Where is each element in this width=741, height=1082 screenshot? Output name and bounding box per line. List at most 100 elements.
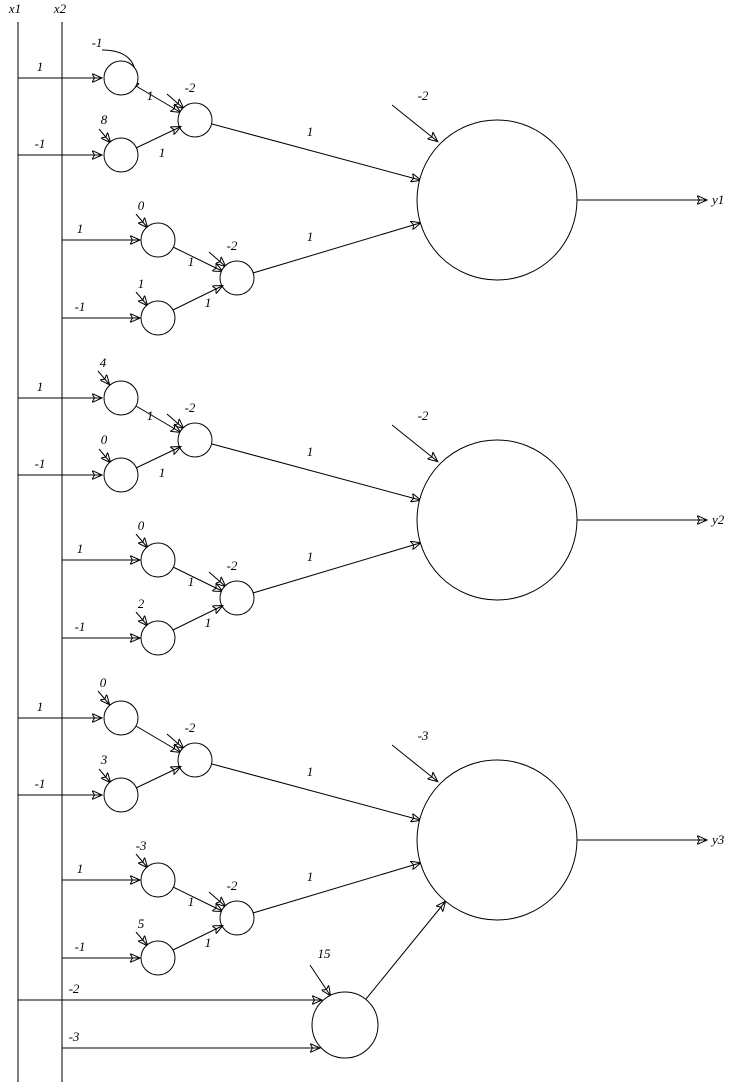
g3-c-input2-weight: -3: [69, 1029, 80, 1044]
g1-output-label: y1: [710, 192, 724, 207]
g3-a-n2-bias-label: 3: [100, 752, 108, 767]
g2-a-w2-label: 1: [159, 465, 166, 480]
g1-a-hidden-to-output-arrow: [211, 123, 420, 180]
g1-b-input2-weight: -1: [75, 299, 86, 314]
g2-b-w1-label: 1: [188, 574, 195, 589]
g1-b-hidden-bias-arrow: [208, 251, 225, 266]
g3-c-input1-weight: -2: [69, 981, 80, 996]
g1-b-hidden-to-output-arrow: [252, 223, 420, 274]
g2-a-hidden-to-output-arrow: [211, 443, 420, 500]
g2-b-n1-bias-label: 0: [138, 518, 145, 533]
g3-b-n1-to-hidden-arrow: [172, 886, 222, 911]
g2-b-n1-bias-arrow: [135, 533, 147, 547]
g1-a-n2-bias-label: 8: [101, 112, 108, 127]
g3-output-label: y3: [710, 832, 725, 847]
input-label-x1: x1: [8, 1, 21, 16]
g2-b-hidden-bias-arrow: [208, 571, 225, 586]
g3-a-hidden-to-output-arrow: [211, 763, 420, 820]
g3-output-bias-arrow: [391, 744, 437, 781]
g1-a-n1-bias-label: -1: [92, 35, 103, 50]
g3-b-w1-label: 1: [188, 894, 195, 909]
g2-b-hidden-to-output-arrow: [252, 543, 420, 594]
g2-b-n2-to-hidden-arrow: [172, 606, 222, 631]
g2-a-hidden-bias-label: -2: [185, 400, 196, 415]
g1-a-hidden-bias-arrow: [166, 93, 183, 108]
group-y3: 1 0 -2 -1 3 1 1 -3 1 -2 -1 5 1 1: [18, 675, 725, 1059]
g2-a-neuron2: [103, 457, 139, 493]
g3-a-hidden-bias-label: -2: [185, 720, 196, 735]
g2-output-label: y2: [710, 512, 725, 527]
g1-output-bias-arrow: [391, 104, 437, 141]
g2-b-n2-bias-label: 2: [138, 596, 145, 611]
g3-a-neuron1: [103, 700, 139, 736]
g3-b-n1-bias-arrow: [135, 853, 147, 867]
g3-a-n2-to-hidden-arrow: [135, 767, 180, 789]
g2-b-hidden-neuron: [219, 580, 255, 616]
g1-a-hidden-neuron: [177, 102, 213, 138]
g1-a-neuron2: [103, 137, 139, 173]
g1-b-n2-bias-arrow: [135, 291, 147, 305]
g1-a-out-weight-label: 1: [307, 124, 314, 139]
g2-output-bias-arrow: [391, 424, 437, 461]
g2-a-neuron1: [103, 380, 139, 416]
g1-b-out-weight-label: 1: [307, 229, 314, 244]
g3-b-hidden-bias-label: -2: [227, 878, 238, 893]
g2-a-n2-bias-arrow: [98, 448, 110, 462]
g3-a-hidden-bias-arrow: [166, 733, 183, 748]
g1-a-input2-weight: -1: [35, 136, 46, 151]
g2-output-neuron: [416, 439, 578, 601]
g3-a-hidden-neuron: [177, 742, 213, 778]
g2-b-input1-weight: 1: [77, 541, 84, 556]
g3-b-neuron2: [140, 940, 176, 976]
g1-b-n1-bias-arrow: [135, 213, 147, 227]
group-y2: 1 4 1 -2 -1 0 1 1 1 0 1 -2 -1 2 1: [18, 355, 725, 656]
g2-a-input2-weight: -1: [35, 456, 46, 471]
g1-b-n2-to-hidden-arrow: [172, 286, 222, 311]
g3-a-n2-bias-arrow: [98, 768, 110, 782]
g2-a-n1-bias-arrow: [97, 370, 109, 384]
g1-a-input1-weight: 1: [37, 59, 44, 74]
g3-c-to-output-arrow: [365, 902, 445, 1000]
g3-c-bias-arrow: [309, 964, 330, 995]
group-y1: 1 -1 1 -2 -1 8 1 1 1 0 1 -2 -1 1 1: [18, 35, 724, 336]
g1-a-w1-label: 1: [147, 88, 154, 103]
g1-b-w2-label: 1: [205, 295, 212, 310]
g2-a-n2-to-hidden-arrow: [135, 447, 180, 469]
g2-b-out-weight-label: 1: [307, 549, 314, 564]
g3-a-input2-weight: -1: [35, 776, 46, 791]
input-label-x2: x2: [53, 1, 67, 16]
g1-b-n1-bias-label: 0: [138, 198, 145, 213]
g3-output-bias-label: -3: [418, 728, 429, 743]
g2-a-hidden-neuron: [177, 422, 213, 458]
g1-b-n1-to-hidden-arrow: [172, 246, 222, 271]
g1-output-neuron: [416, 119, 578, 281]
g1-b-w1-label: 1: [188, 254, 195, 269]
g1-a-neuron1: [103, 60, 139, 96]
g3-b-neuron1: [140, 862, 176, 898]
g3-b-n1-bias-label: -3: [136, 838, 147, 853]
g2-b-neuron1: [140, 542, 176, 578]
g1-a-n1-to-hidden-arrow: [135, 85, 180, 112]
g3-c-neuron: [311, 991, 379, 1059]
g3-b-hidden-neuron: [219, 900, 255, 936]
g3-b-out-weight-label: 1: [307, 869, 314, 884]
g3-b-n2-to-hidden-arrow: [172, 926, 222, 951]
g3-a-n1-bias-label: 0: [100, 675, 107, 690]
g2-a-w1-label: 1: [147, 408, 154, 423]
g2-a-n2-bias-label: 0: [101, 432, 108, 447]
g3-b-n2-bias-label: 5: [138, 916, 145, 931]
g1-b-hidden-neuron: [219, 260, 255, 296]
g3-b-hidden-to-output-arrow: [252, 863, 420, 914]
g3-b-input2-weight: -1: [75, 939, 86, 954]
g1-a-n2-to-hidden-arrow: [135, 127, 180, 149]
g1-b-input1-weight: 1: [77, 221, 84, 236]
g2-a-n1-bias-label: 4: [100, 355, 107, 370]
g2-b-input2-weight: -1: [75, 619, 86, 634]
g2-a-hidden-bias-arrow: [166, 413, 183, 428]
g2-a-out-weight-label: 1: [307, 444, 314, 459]
g2-a-input1-weight: 1: [37, 379, 44, 394]
g2-a-n1-to-hidden-arrow: [135, 405, 180, 432]
g1-a-hidden-bias-label: -2: [185, 80, 196, 95]
g1-a-w2-label: 1: [159, 145, 166, 160]
g3-a-n1-to-hidden-arrow: [135, 725, 180, 752]
